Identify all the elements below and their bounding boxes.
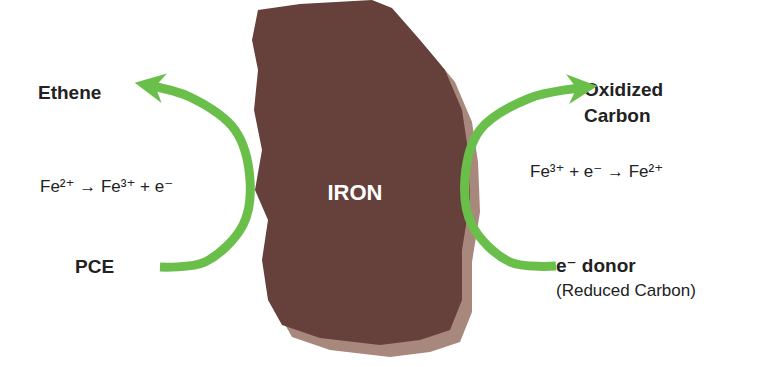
reactant-label: e⁻ donor(Reduced Carbon) [556, 253, 756, 303]
reaction-equation: Fe²⁺ → Fe³⁺ + e⁻ [40, 176, 173, 198]
node-subtext: (Reduced Carbon) [556, 279, 756, 303]
node-heading: IRON [328, 179, 383, 207]
node-heading: Ethene [38, 80, 148, 106]
product-label: Oxidized Carbon [584, 77, 694, 129]
node-heading: PCE [75, 254, 160, 280]
reaction-arrow [148, 85, 250, 267]
node-heading: Oxidized Carbon [584, 77, 694, 129]
reactant-label: PCE [75, 254, 160, 280]
iron-rock: IRON [240, 0, 480, 367]
node-heading: e⁻ donor [556, 253, 756, 279]
rock-body [252, 0, 470, 345]
product-label: Ethene [38, 80, 148, 106]
reaction-equation: Fe³⁺ + e⁻ → Fe²⁺ [530, 161, 663, 183]
